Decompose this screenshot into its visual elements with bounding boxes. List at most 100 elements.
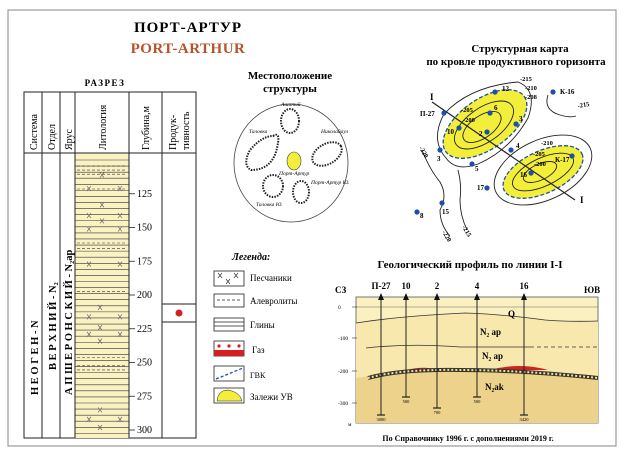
y-unit: м <box>348 422 352 428</box>
contour-label: -215 <box>577 101 591 110</box>
well-depth-label: 3420 <box>520 417 530 422</box>
sandstone-symbol <box>86 212 92 219</box>
well-label: 5 <box>475 165 479 173</box>
sandstone-symbol <box>217 272 239 285</box>
well-label: 16 <box>520 171 528 179</box>
legend-title: Легенда: <box>231 252 270 263</box>
well-label: К-16 <box>560 88 575 96</box>
lithology-fill <box>75 153 129 438</box>
sandstone-symbol <box>97 407 103 413</box>
structure-outline-port-arthur-s <box>292 180 310 204</box>
sandstone-symbol <box>117 185 123 192</box>
header-lithology: Литология <box>98 104 109 150</box>
well-marker <box>484 129 490 135</box>
page-subtitle: PORT-ARTHUR <box>131 41 246 57</box>
profile-title: Геологический профиль по линии I-I <box>378 259 563 271</box>
map-title-2: по кровле продуктивного горизонта <box>426 56 606 68</box>
sandstone-symbol <box>99 172 105 178</box>
well-marker <box>484 185 490 191</box>
y-tick-label: -100 <box>338 336 348 342</box>
well-marker <box>439 200 445 206</box>
well-arrow-icon <box>403 293 409 300</box>
well-depth-label: 700 <box>434 410 442 415</box>
profile-well-label: 4 <box>475 281 480 291</box>
layer-label-q: Q <box>508 309 515 319</box>
well-marker <box>508 147 514 153</box>
legend-gas: Газ <box>213 340 265 357</box>
contour-label: -205 <box>533 151 546 158</box>
profile-well-label: 2 <box>435 281 440 291</box>
depth-tick-label: 125 <box>137 189 152 200</box>
label-talovka-s: Таловка Ю. <box>256 202 283 208</box>
profile-well-label: 16 <box>520 281 530 291</box>
sandstone-symbol <box>97 304 103 311</box>
legend-label: ГВК <box>250 371 266 380</box>
well-label: 15 <box>442 208 450 216</box>
well-marker <box>528 170 534 176</box>
contour-215-north <box>437 81 532 168</box>
well-depth-label: 3000 <box>377 417 387 422</box>
sandstone-symbol <box>99 218 105 224</box>
legend-label: Песчаники <box>250 273 292 283</box>
contour-210-south <box>493 134 593 206</box>
sandstone-symbol <box>86 416 92 423</box>
well-marker <box>492 89 498 95</box>
structural-map: Структурная карта по кровле продуктивног… <box>414 43 606 243</box>
well-label: 3 <box>519 115 523 123</box>
depth-tick-label: 150 <box>137 223 152 234</box>
legend-label: Глины <box>250 320 275 330</box>
y-tick-label: -300 <box>338 401 348 407</box>
sandstone-symbol <box>117 212 123 219</box>
depth-tick-label: 275 <box>137 391 152 402</box>
page-title: ПОРТ-АРТУР <box>134 20 242 36</box>
sandstone-symbol <box>97 338 103 344</box>
profile-well-label: П-27 <box>372 281 391 291</box>
structure-outline-talovka <box>245 133 280 172</box>
contour-label: -210 <box>541 140 553 147</box>
contour-label: -210 <box>525 85 537 92</box>
contour-220 <box>421 149 451 237</box>
sandstone-symbol <box>86 226 92 232</box>
well-marker <box>441 110 447 116</box>
structure-outline-talovka-s <box>262 174 284 198</box>
location-panel: Местоположение структуры Ашиный Таловка … <box>233 70 350 223</box>
depth-tick-label: 250 <box>137 358 152 369</box>
well-marker <box>414 209 420 215</box>
well-arrow-icon <box>474 293 480 300</box>
label-ashiny: Ашиный <box>280 101 301 108</box>
well-depth-label: 500 <box>474 399 482 404</box>
well-arrow-icon <box>521 293 527 300</box>
legend-label: Газ <box>252 345 265 355</box>
y-tick-label: -200 <box>338 369 348 375</box>
label-talovka: Таловка <box>249 129 268 135</box>
well-label: К-17 <box>555 156 570 164</box>
port-arthur-structure <box>286 151 302 171</box>
contour-label: -215 <box>520 76 533 83</box>
header-stage: Ярус <box>64 128 75 150</box>
well-label: 2 <box>479 130 483 138</box>
series-label: В Е Р Х Н И Й - N₂ <box>47 282 59 370</box>
depth-tick-label: 175 <box>137 256 152 267</box>
well-label: 12 <box>502 85 510 93</box>
legend-label: Алевролиты <box>250 296 297 306</box>
header-series: Отдел <box>47 124 58 150</box>
layer-label-n2ap-upper: N₂ ap <box>480 327 501 337</box>
legend-hc-deposit: Залежи УВ <box>213 387 293 404</box>
well-marker <box>469 161 475 167</box>
header-depth: Глубина,м <box>141 105 152 150</box>
profile-right-direction: ЮВ <box>584 285 600 295</box>
location-title-2: структуры <box>263 83 317 95</box>
well-marker <box>550 89 556 95</box>
contour-label: -205 <box>461 107 474 114</box>
section-line-i-i <box>431 101 576 201</box>
contour-215-west <box>457 169 468 231</box>
well-marker <box>513 121 519 127</box>
sandstone-symbol <box>86 185 92 192</box>
header-system: Система <box>29 113 40 150</box>
header-productivity-1: Продук- <box>168 115 179 150</box>
sandstone-symbol <box>99 202 105 208</box>
structure-outline-ashiny <box>280 108 300 134</box>
line-end-label: I <box>580 195 584 205</box>
legend-gwc: ГВК <box>213 365 266 382</box>
